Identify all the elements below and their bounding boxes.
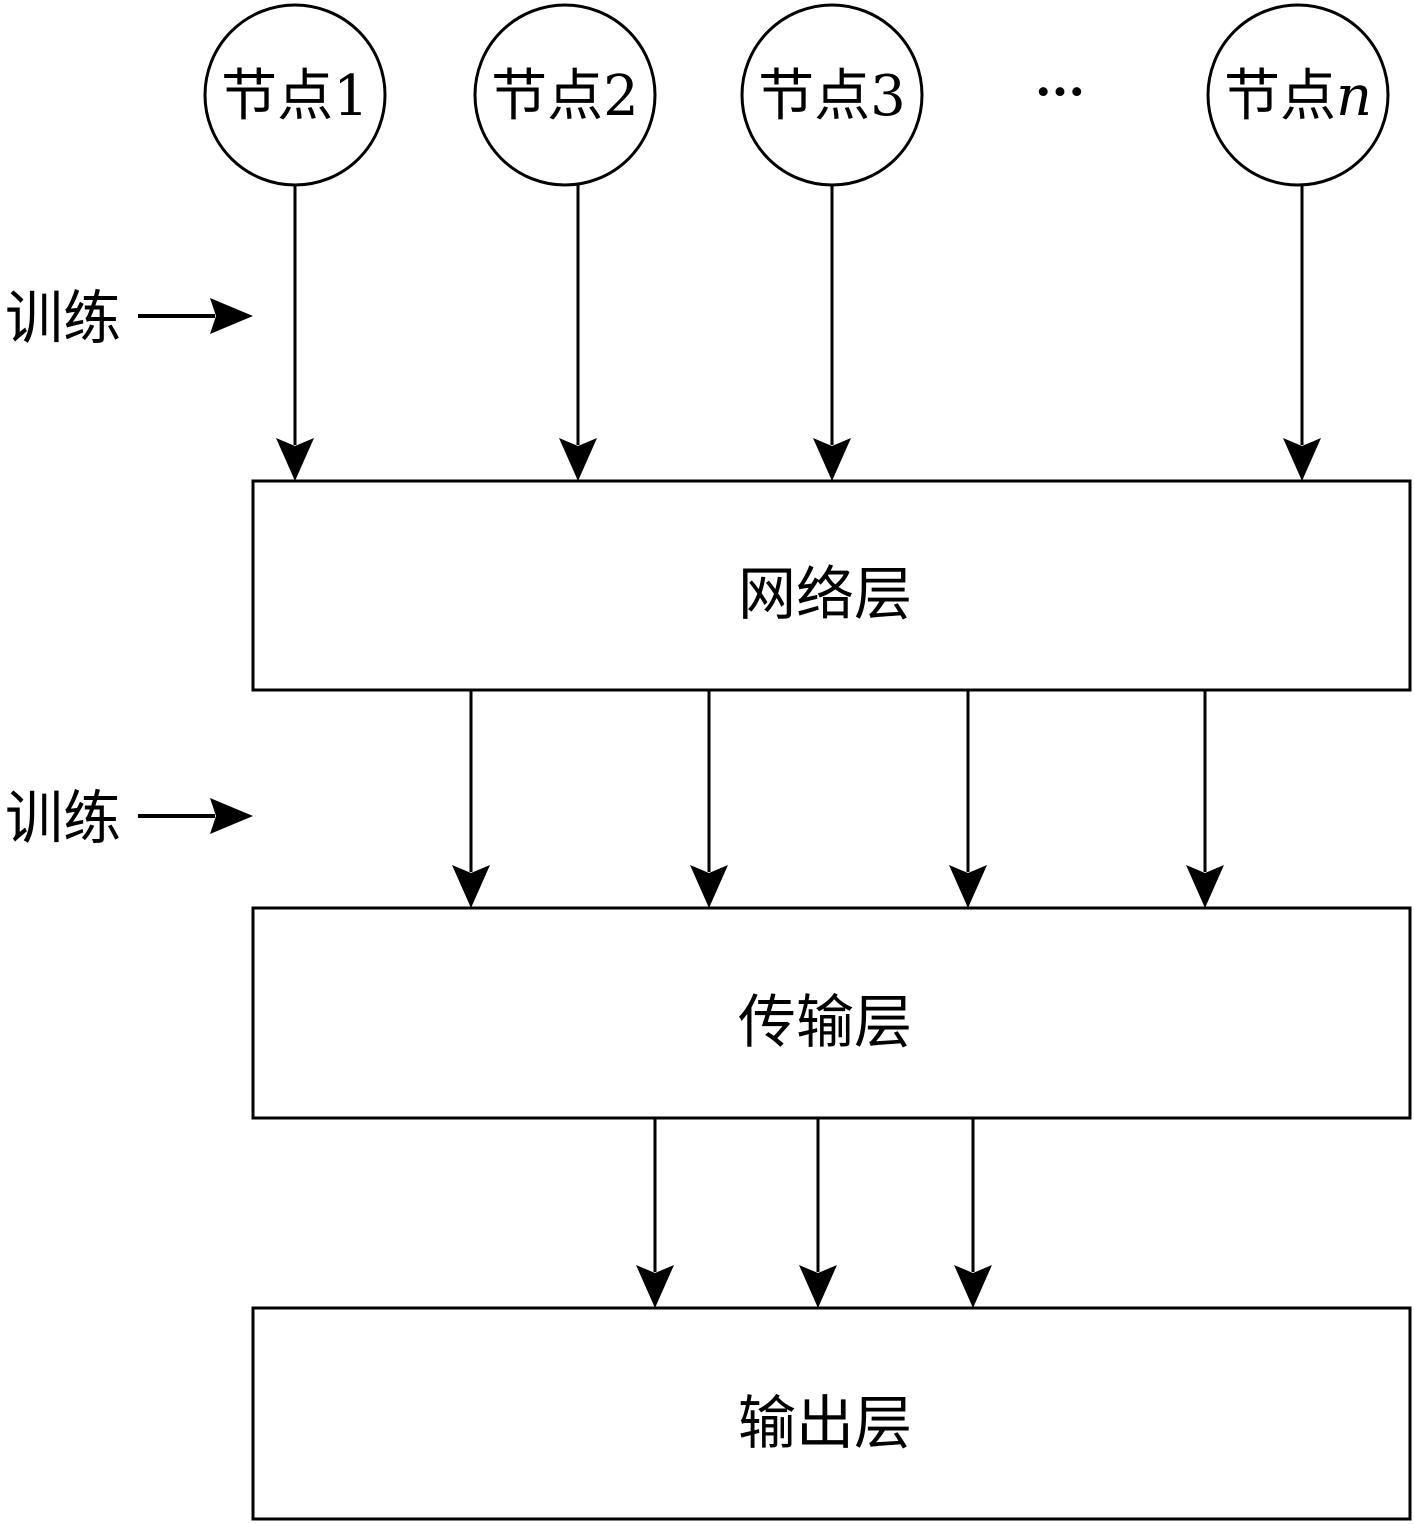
arrow-node1-head	[276, 438, 314, 481]
node-ellipsis: ···	[1035, 64, 1085, 120]
training-label-1: 训练	[5, 284, 253, 352]
network-layer: 网络层	[251, 479, 1412, 692]
arrow-trans-out-2-head	[799, 1265, 837, 1308]
arrow-trans-out-1-head	[636, 1265, 674, 1308]
node-to-network-arrows	[276, 185, 1321, 481]
network-layer-label: 网络层	[738, 560, 912, 628]
transport-layer: 传输层	[251, 906, 1412, 1120]
node-3: 节点3	[740, 3, 924, 187]
arrow-net-trans-3-head	[949, 865, 987, 908]
node-1: 节点1	[203, 3, 387, 187]
transport-layer-label: 传输层	[738, 988, 912, 1056]
node-2-circle	[473, 3, 657, 187]
node-n-label: 节点n	[1224, 64, 1372, 129]
arrow-net-trans-4-head	[1186, 865, 1224, 908]
arrow-node2-head	[559, 438, 597, 481]
node-1-label: 节点1	[221, 64, 369, 129]
node-n: 节点n	[1206, 3, 1390, 187]
node-2: 节点2	[473, 3, 657, 187]
transport-layer-box	[251, 906, 1412, 1120]
node-3-label: 节点3	[758, 64, 906, 129]
output-layer-box	[251, 1306, 1412, 1521]
node-n-circle	[1206, 3, 1390, 187]
arrow-node3-head	[813, 438, 851, 481]
arrow-noden-head	[1283, 438, 1321, 481]
training-label-2: 训练	[5, 784, 253, 852]
training-label-1-text: 训练	[5, 284, 121, 352]
transport-to-output-arrows	[636, 1118, 992, 1308]
training-arrow-1-head	[210, 298, 253, 334]
node-2-label: 节点2	[491, 64, 639, 129]
output-layer: 输出层	[251, 1306, 1412, 1521]
arrow-net-trans-1-head	[452, 865, 490, 908]
arrow-trans-out-3-head	[954, 1265, 992, 1308]
arrow-net-trans-2-head	[690, 865, 728, 908]
output-layer-label: 输出层	[738, 1389, 912, 1457]
network-layer-box	[251, 479, 1412, 692]
training-arrow-2-head	[210, 798, 253, 834]
network-to-transport-arrows	[452, 690, 1224, 908]
training-label-2-text: 训练	[5, 784, 121, 852]
